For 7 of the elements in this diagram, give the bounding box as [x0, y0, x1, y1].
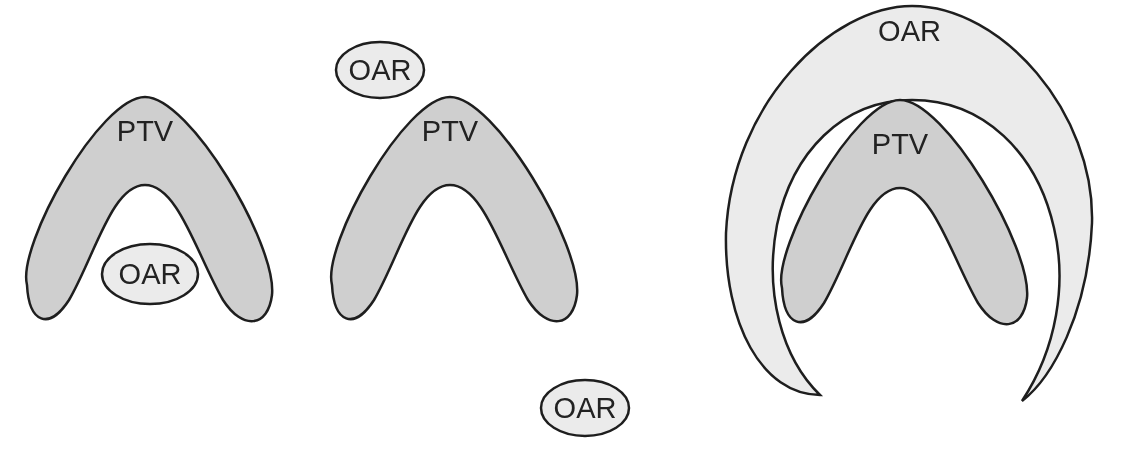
region-label: PTV: [421, 115, 479, 147]
region-label: PTV: [116, 115, 174, 147]
region-label: OAR: [348, 54, 412, 86]
region-label: OAR: [118, 258, 182, 290]
region-label: OAR: [553, 392, 617, 424]
region-label: OAR: [878, 15, 941, 47]
region-label: PTV: [871, 128, 929, 160]
